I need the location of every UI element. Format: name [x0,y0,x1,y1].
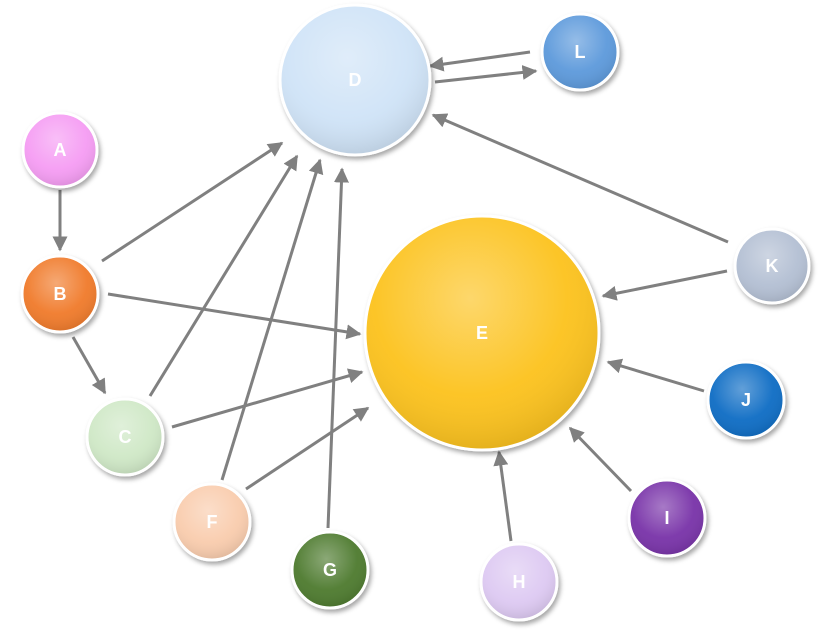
node-c: C [85,397,165,477]
node-e-label: E [476,323,488,343]
node-f-label: F [207,512,218,532]
edge-i-to-e-arrow [568,426,633,493]
edge-k-to-e-arrow [601,269,728,301]
node-b: B [20,254,100,334]
node-c-highlight [88,400,162,474]
edge-b-to-d-arrow [101,141,284,263]
node-l-label: L [575,42,586,62]
edge-f-to-e-arrow [245,406,370,491]
edge-b-to-e-arrow [107,292,362,340]
node-k-label: K [766,256,779,276]
node-j: J [706,360,786,440]
edge-g-to-d-arrow [326,167,349,529]
edges-layer [52,50,729,542]
edge-f-to-d-arrow [220,158,324,481]
node-h-label: H [513,572,526,592]
node-l-highlight [543,15,617,89]
node-g-highlight [293,533,367,607]
node-j-label: J [741,390,751,410]
node-c-label: C [119,427,132,447]
edge-k-to-d-arrow [431,113,729,244]
node-k: K [733,227,811,305]
node-d-highlight [281,6,429,154]
edge-c-to-e-arrow [171,368,364,429]
edge-h-to-e-arrow [493,450,513,542]
edge-l-to-d-arrow [428,50,531,72]
node-f-highlight [175,485,249,559]
node-d-label: D [349,70,362,90]
node-l: L [540,12,620,92]
node-j-highlight [709,363,783,437]
node-g-label: G [323,560,337,580]
node-h-highlight [482,545,556,619]
node-b-highlight [23,257,97,331]
node-b-label: B [54,284,67,304]
node-i: I [627,478,707,558]
node-g: G [290,530,370,610]
node-a: A [21,111,99,189]
node-e: E [363,214,601,452]
edge-d-to-l-arrow [434,65,538,84]
node-h: H [479,542,559,622]
node-a-label: A [54,140,67,160]
node-e-highlight [366,217,598,449]
node-i-highlight [630,481,704,555]
node-k-highlight [736,230,808,302]
node-f: F [172,482,252,562]
edge-b-to-c-arrow [71,336,107,395]
nodes-layer: A B C D E F G H I J K L [20,3,811,622]
edge-j-to-e-arrow [606,358,705,393]
edge-c-to-d-arrow [148,154,299,397]
node-d: D [278,3,432,157]
node-i-label: I [664,508,669,528]
node-a-highlight [24,114,96,186]
